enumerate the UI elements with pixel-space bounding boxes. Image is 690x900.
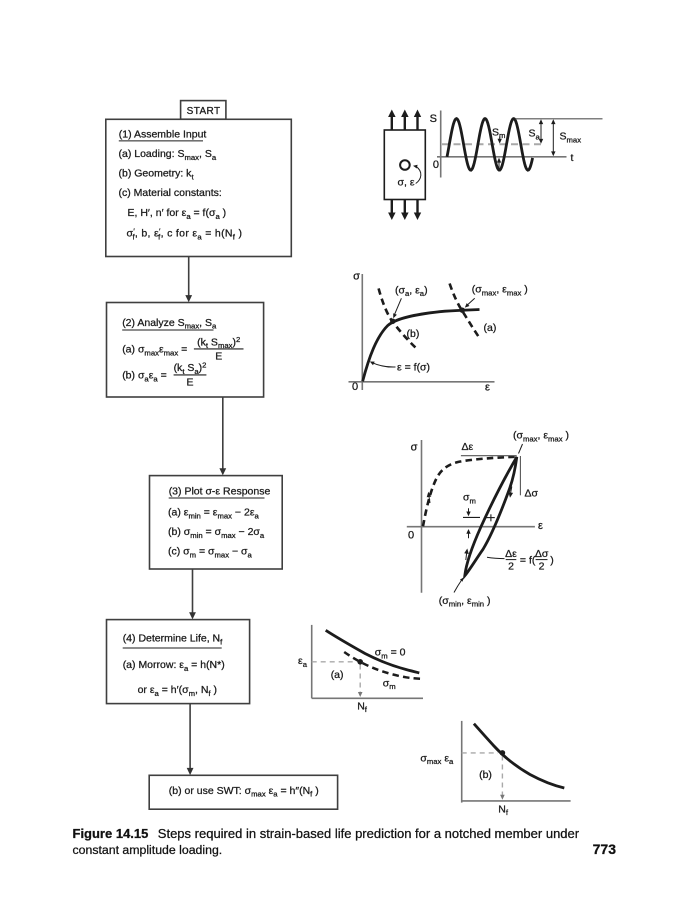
svg-text:(a): (a) (484, 322, 497, 334)
svg-text:Nf​: Nf​ (498, 803, 509, 817)
svg-text:σmax​ εa​: σmax​ εa​ (420, 752, 454, 766)
svg-text:(σmax​, εmax​ ): (σmax​, εmax​ ) (513, 430, 569, 444)
svg-text:773: 773 (593, 841, 617, 857)
svg-text:σm​: σm​ (463, 492, 476, 506)
svg-text:(σmax​, εmax​ ): (σmax​, εmax​ ) (472, 284, 528, 298)
svg-text:σ: σ (353, 271, 360, 283)
svg-text:(a) Loading: Smax​, Sa​: (a) Loading: Smax​, Sa​ (119, 148, 217, 162)
svg-text:σm​ = 0: σm​ = 0 (375, 647, 406, 661)
svg-text:(a) εmin​ = εmax​ − 2εa​: (a) εmin​ = εmax​ − 2εa​ (168, 507, 260, 521)
svg-text:Sm​: Sm​ (492, 126, 505, 140)
svg-text:(a) Morrow: εa​ = h(N*): (a) Morrow: εa​ = h(N*) (123, 659, 225, 673)
svg-text:(4) Determine Life, Nf​: (4) Determine Life, Nf​ (123, 633, 223, 647)
svg-text:S: S (430, 113, 437, 125)
svg-text:(σmin​, εmin​ ): (σmin​, εmin​ ) (439, 595, 491, 609)
svg-text:ε: ε (538, 520, 543, 532)
svg-text:0: 0 (352, 381, 358, 393)
svg-text:Δσ: Δσ (535, 548, 549, 560)
svg-text:E: E (186, 376, 193, 388)
svg-text:E: E (215, 350, 222, 362)
svg-text:(σa​, εa​): (σa​, εa​) (395, 284, 428, 298)
svg-text:(b): (b) (407, 328, 420, 340)
svg-text:Δσ: Δσ (525, 488, 539, 500)
svg-text:(c) Material constants:: (c) Material constants: (119, 187, 222, 199)
svg-text:σ: σ (411, 442, 418, 454)
svg-text:= f(: = f( (520, 555, 536, 567)
svg-text:(b) Geometry: kt​: (b) Geometry: kt​ (119, 168, 195, 182)
svg-text:(a): (a) (331, 669, 344, 681)
svg-text:(kt​ Smax​)2​: (kt​ Smax​)2​ (197, 335, 240, 350)
svg-text:2: 2 (539, 560, 545, 572)
svg-text:0: 0 (408, 530, 414, 542)
svg-text:ε = f(σ): ε = f(σ) (397, 362, 430, 374)
svg-text:(3) Plot σ-ε Response: (3) Plot σ-ε Response (169, 486, 271, 498)
svg-text:(a) σmax​εmax​ =: (a) σmax​εmax​ = (122, 344, 187, 358)
svg-text:t: t (571, 152, 574, 164)
svg-text:or εa​ = h′(σm​, Nf​ ): or εa​ = h′(σm​, Nf​ ) (138, 684, 217, 698)
svg-text:(kt​ Sa​)2​: (kt​ Sa​)2​ (174, 361, 207, 376)
svg-text:Δε: Δε (462, 441, 474, 453)
svg-text:0: 0 (433, 159, 439, 171)
svg-text:(b) or use SWT: σmax​ εa​ = h″: (b) or use SWT: σmax​ εa​ = h″(Nf​ ) (169, 785, 319, 799)
svg-text:(b): (b) (479, 769, 492, 781)
svg-text:E, H′, n′ for εa​ = f(σa​ ): E, H′, n′ for εa​ = f(σa​ ) (128, 207, 227, 221)
svg-text:(1) Assemble Input: (1) Assemble Input (119, 129, 207, 141)
svg-text:(c) σm​ = σmax​ − σa​: (c) σm​ = σmax​ − σa​ (168, 546, 253, 560)
svg-text:εa​: εa​ (298, 655, 308, 669)
svg-text:(2) Analyze Smax​, Sa​: (2) Analyze Smax​, Sa​ (122, 317, 217, 331)
svg-text:(b) σmin​ = σmax​ − 2σa​: (b) σmin​ = σmax​ − 2σa​ (168, 526, 265, 540)
svg-text:START: START (187, 106, 221, 117)
svg-text:Smax​: Smax​ (560, 131, 582, 145)
svg-text:(b) σa​εa​ =: (b) σa​εa​ = (122, 370, 167, 384)
svg-text:constant amplitude loading.: constant amplitude loading. (73, 843, 223, 857)
svg-text:ε: ε (485, 382, 490, 394)
svg-text:Δε: Δε (505, 548, 517, 560)
svg-text:Sa​: Sa​ (529, 128, 541, 142)
svg-text:2: 2 (508, 560, 514, 572)
svg-text:Nf​: Nf​ (357, 700, 368, 714)
svg-text:σ′f, b, ε′f, c for εa = h(Nf: σ′f, b, ε′f, c for εa = h(Nf ) (127, 227, 243, 242)
svg-text:): ) (550, 555, 554, 567)
svg-text:σm​: σm​ (383, 677, 396, 691)
svg-text:σ, ε: σ, ε (398, 177, 415, 189)
